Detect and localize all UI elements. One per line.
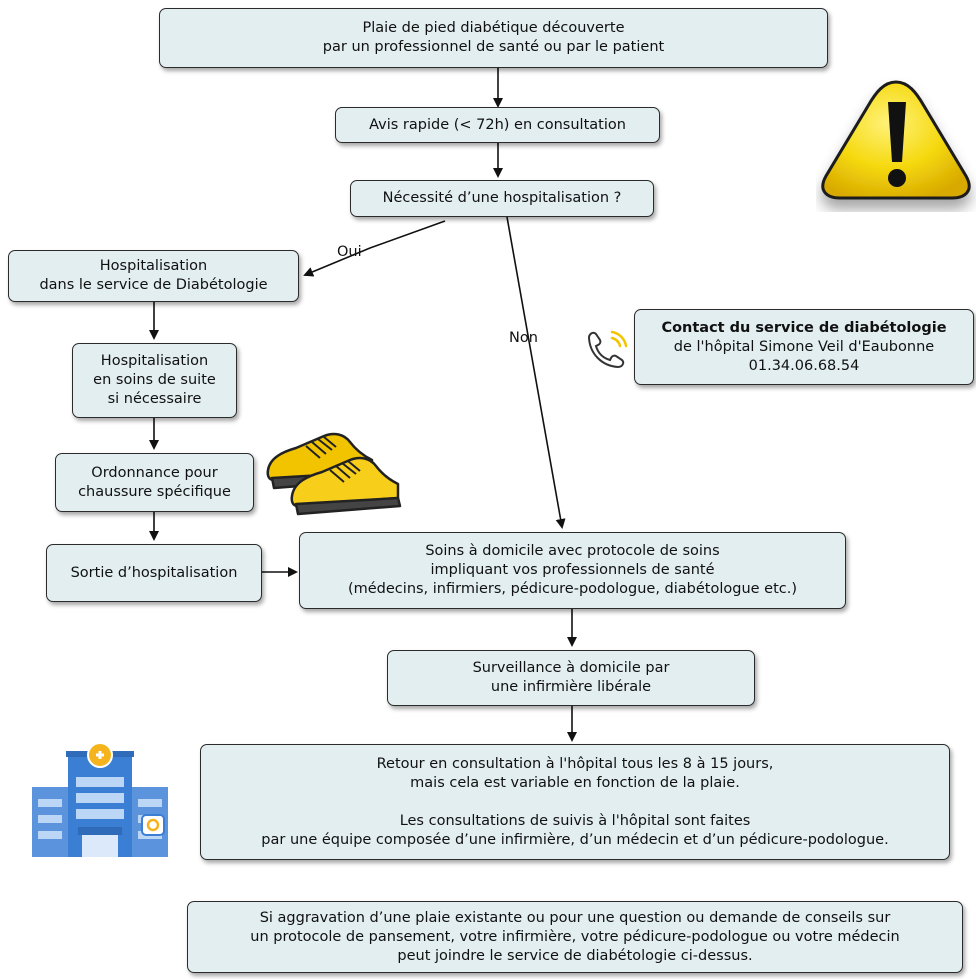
node-sortie: Sortie d’hospitalisation — [46, 544, 262, 602]
node-soins: Soins à domicile avec protocole de soins… — [299, 532, 846, 609]
arrow-non — [506, 216, 566, 529]
node-start: Plaie de pied diabétique découverte par … — [159, 8, 828, 68]
hospital-icon — [32, 742, 168, 857]
contact-box: Contact du service de diabétologie de l'… — [634, 309, 974, 385]
node-sortie-text: Sortie d’hospitalisation — [70, 564, 238, 581]
node-hosp-diab: Hospitalisation dans le service de Diabé… — [8, 250, 299, 302]
arrow-oui — [303, 220, 446, 277]
contact-title: Contact du service de diabétologie — [661, 319, 947, 336]
edge-label-non: Non — [509, 330, 538, 346]
node-aggravation-text: Si aggravation d’une plaie existante ou … — [250, 909, 900, 964]
node-start-text: Plaie de pied diabétique découverte par … — [322, 20, 665, 55]
node-aggravation: Si aggravation d’une plaie existante ou … — [187, 901, 963, 973]
node-ordonnance: Ordonnance pour chaussure spécifique — [55, 453, 254, 512]
warning-icon — [821, 80, 971, 200]
node-ordonnance-text: Ordonnance pour chaussure spécifique — [78, 464, 231, 500]
node-avis: Avis rapide (< 72h) en consultation — [335, 107, 660, 143]
node-necessite: Nécessité d’une hospitalisation ? — [350, 180, 654, 217]
shoes-icon — [266, 432, 402, 516]
node-soins-text: Soins à domicile avec protocole de soins… — [347, 543, 798, 597]
node-hosp-suite: Hospitalisation en soins de suite si néc… — [72, 343, 237, 418]
node-retour-text-2: Les consultations de suivis à l'hôpital … — [261, 812, 889, 848]
node-necessite-text: Nécessité d’une hospitalisation ? — [382, 190, 622, 206]
node-retour: Retour en consultation à l'hôpital tous … — [200, 744, 950, 860]
edge-label-oui: Oui — [337, 244, 362, 260]
contact-phone: 01.34.06.68.54 — [748, 357, 860, 374]
node-surveillance-text: Surveillance à domicile par une infirmiè… — [472, 660, 670, 695]
node-hosp-diab-text: Hospitalisation dans le service de Diabé… — [39, 258, 268, 293]
node-retour-text-1: Retour en consultation à l'hôpital tous … — [376, 755, 774, 791]
contact-hospital: de l'hôpital Simone Veil d'Eaubonne — [673, 338, 935, 355]
node-surveillance: Surveillance à domicile par une infirmiè… — [387, 650, 755, 706]
node-hosp-suite-text: Hospitalisation en soins de suite si néc… — [93, 353, 216, 407]
phone-icon — [587, 330, 628, 369]
node-avis-text: Avis rapide (< 72h) en consultation — [369, 116, 626, 133]
